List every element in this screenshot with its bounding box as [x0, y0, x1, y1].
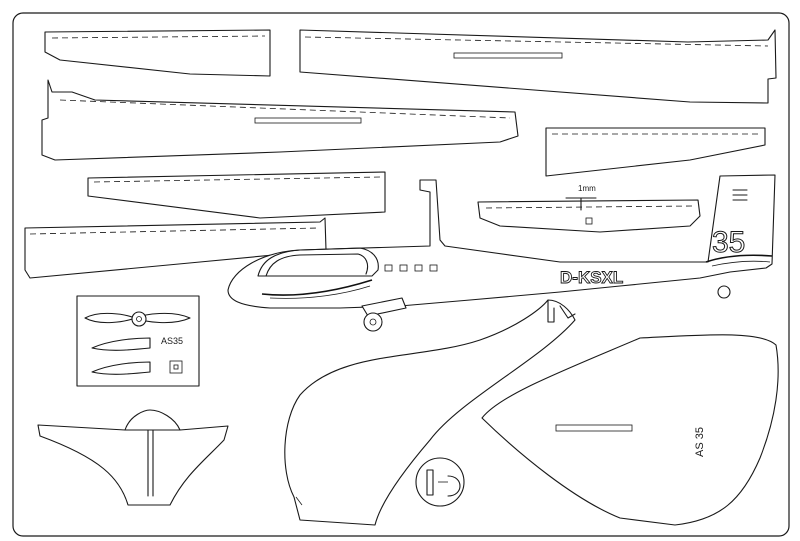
fuselage-former-large: [284, 299, 576, 526]
t-tail-part: [37, 409, 229, 506]
horizontal-stabilizer: 1mm: [477, 184, 701, 233]
fin-number: 35: [712, 226, 745, 259]
dimension-note: 1mm: [578, 184, 596, 193]
fin-panel-large: AS 35: [481, 334, 779, 526]
label-large-as35: AS 35: [694, 427, 706, 457]
registration-text: D-KSXL: [560, 268, 623, 287]
wing-panel-lower: [24, 217, 327, 279]
wing-panel-inner-right: [545, 127, 766, 177]
wing-panel-mid: [87, 171, 386, 219]
wing-panel-outer-right: [299, 29, 777, 104]
wing-panel-outer-left: [44, 29, 271, 77]
label-small-as35: AS35: [161, 336, 183, 346]
nose-cone-part: [415, 457, 465, 507]
small-parts-panel: AS35: [76, 295, 200, 387]
fuselage-side: 35 D-KSXL: [227, 174, 776, 332]
wing-panel-inner-left: [41, 79, 519, 161]
